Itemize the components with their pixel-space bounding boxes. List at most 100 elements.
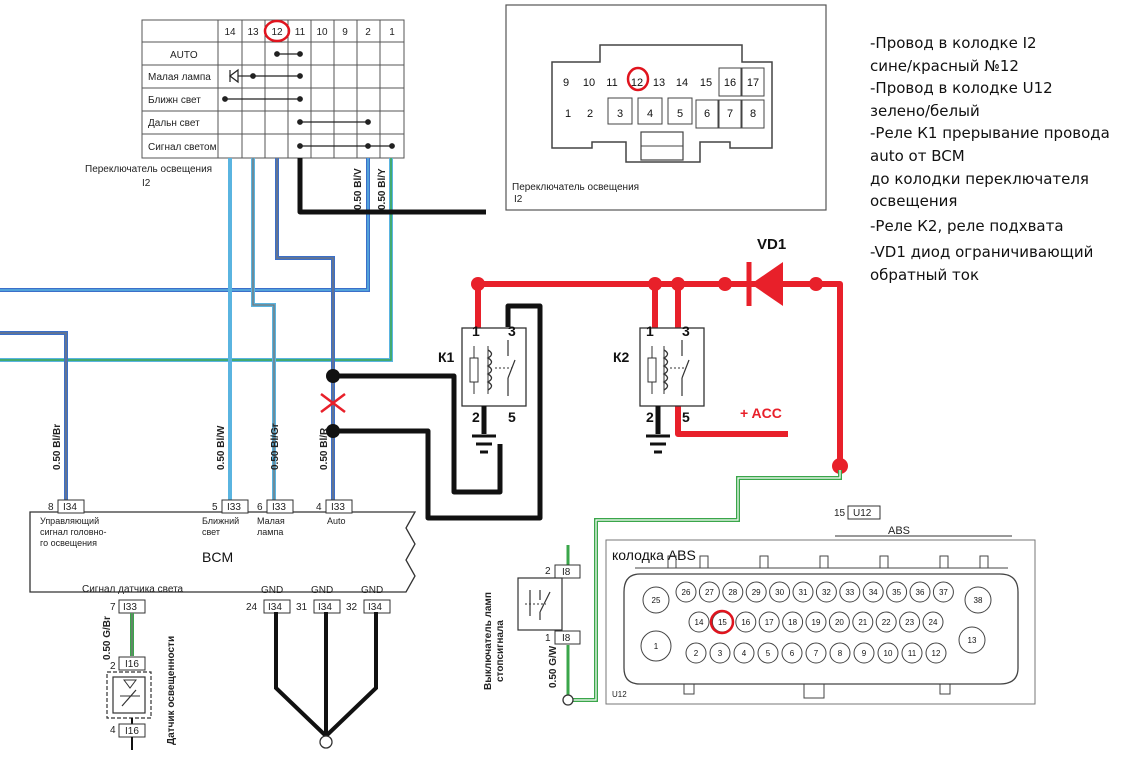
abs-pin-label: 25	[652, 596, 661, 605]
switch-col-header: 11	[295, 27, 306, 38]
relay-k1: К1 1 3 2 5	[438, 323, 527, 454]
abs-pin	[757, 642, 779, 664]
abs-pin-label: 7	[814, 649, 819, 658]
abs-pin-label: 3	[718, 649, 723, 658]
wire-red-acc	[675, 405, 788, 437]
abs-pin	[899, 611, 921, 633]
abs-pin	[781, 642, 803, 664]
ground-node-bcm	[319, 735, 333, 749]
sensor-pin-4-num: 4	[110, 725, 116, 736]
k1-pin-5: 5	[508, 409, 516, 425]
highlight-abs-pin-15	[709, 609, 735, 635]
abs-pin-label: 22	[882, 618, 891, 627]
note-5: -VD1 диод ограничивающий обратный ток	[870, 243, 1094, 284]
abs-pin	[698, 581, 720, 603]
bcm-gnd-num: 24	[246, 602, 258, 613]
wire-k1-2-auto	[333, 373, 503, 495]
switch-row-label: Сигнал светом	[148, 142, 217, 153]
abs-pin	[675, 581, 697, 603]
bcm-pin-label: Auto	[327, 516, 346, 526]
abs-pin-label: 4	[742, 649, 747, 658]
abs-pin	[758, 611, 780, 633]
abs-pin-label: 29	[752, 588, 761, 597]
bcm-pin-num: 4	[316, 502, 322, 513]
abs-pin	[877, 642, 899, 664]
abs-pin-label: 2	[694, 649, 699, 658]
diode-vd1: VD1	[746, 236, 786, 306]
abs-pin-label: 19	[812, 618, 821, 627]
abs-pin	[769, 581, 791, 603]
wire-bl-v-stripe	[0, 158, 369, 291]
abs-connector-code: U12	[612, 690, 627, 699]
bcm-gnd-label: GND	[311, 585, 333, 596]
bcm-gnd-label: GND	[361, 585, 383, 596]
abs-pin-label: 23	[905, 618, 914, 627]
abs-pin	[932, 581, 954, 603]
wire-label-bl-v: 0.50 Bl/V	[353, 168, 364, 210]
k2-pin-2: 2	[646, 409, 654, 425]
gnd-wires	[274, 612, 378, 738]
wire-bl-br-stripe	[0, 332, 67, 500]
abs-pin	[829, 642, 851, 664]
i2-caption-code: I2	[514, 194, 523, 205]
abs-pin	[862, 581, 884, 603]
highlight-pin-12	[263, 19, 291, 43]
bcm-pin-7-num: 7	[110, 602, 116, 613]
bcm-pin-7-conn: I33	[123, 602, 137, 613]
abs-pin	[925, 642, 947, 664]
switch-table-caption: Переключатель освещения	[85, 164, 212, 175]
k2-pin-1: 1	[646, 323, 654, 339]
note-1: -Провод в колодке I2 сине/красный №12	[870, 34, 1037, 75]
abs-pin-label: 21	[858, 618, 867, 627]
abs-pin	[782, 611, 804, 633]
abs-pin-label: 37	[939, 588, 948, 597]
i2-pin: 15	[700, 77, 712, 89]
wire-label-bl-y: 0.50 Bl/Y	[377, 168, 388, 210]
bcm-pin-conn: I34	[63, 502, 77, 513]
abs-pin-label: 35	[892, 588, 901, 597]
abs-pin-label: 31	[799, 588, 808, 597]
abs-pin-label: 10	[884, 649, 893, 658]
k1-label: К1	[438, 349, 455, 365]
brake-pin-1-num: 1	[545, 633, 551, 644]
abs-pin-label: 8	[838, 649, 843, 658]
k1-pin-2: 2	[472, 409, 480, 425]
abs-pin	[640, 630, 672, 662]
bcm-pin-label: сигнал головно-	[40, 527, 107, 537]
diode-label: VD1	[757, 236, 786, 253]
wire-bl-y-stripe	[0, 158, 392, 361]
abs-pin	[792, 581, 814, 603]
abs-pin-label: 11	[908, 649, 917, 658]
switch-col-header: 9	[342, 27, 348, 38]
i2-pin: 8	[750, 108, 756, 120]
bcm-gnd-num: 32	[346, 602, 358, 613]
note-3: -Реле К1 прерывание провода auto от BCM …	[870, 124, 1110, 211]
bcm-pin-num: 6	[257, 502, 263, 513]
junction-top	[326, 369, 340, 383]
abs-pin	[853, 642, 875, 664]
sensor-pin-2-conn: I16	[125, 659, 139, 670]
bcm-pin-label: лампа	[257, 527, 283, 537]
bcm-pin-label: Управляющий	[40, 516, 99, 526]
abs-pin-label: 27	[705, 588, 714, 597]
brake-pin-1-conn: I8	[562, 633, 571, 644]
wire-bl-v	[0, 158, 370, 292]
i2-caption: Переключатель освещения	[512, 182, 639, 193]
abs-pin-label: 20	[835, 618, 844, 627]
abs-pin-label: 16	[741, 618, 750, 627]
switch-row-label: Ближн свет	[148, 95, 201, 106]
abs-pin	[922, 611, 944, 633]
i2-pin: 12	[631, 77, 643, 89]
switch-row-label: Малая лампа	[148, 72, 211, 83]
brake-switch: 2 I8 1 I8 Выключатель ламп стопсигнала	[483, 564, 581, 690]
abs-pin-label: 14	[695, 618, 704, 627]
abs-pin	[709, 642, 731, 664]
wire-red-main	[478, 281, 843, 466]
bcm-light-signal-label: Сигнал датчика света	[82, 584, 184, 595]
bcm-pin-label: Ближний	[202, 516, 239, 526]
abs-pin-label: 28	[728, 588, 737, 597]
bcm-pin-label: свет	[202, 527, 220, 537]
bcm-pin-conn: I33	[272, 502, 286, 513]
